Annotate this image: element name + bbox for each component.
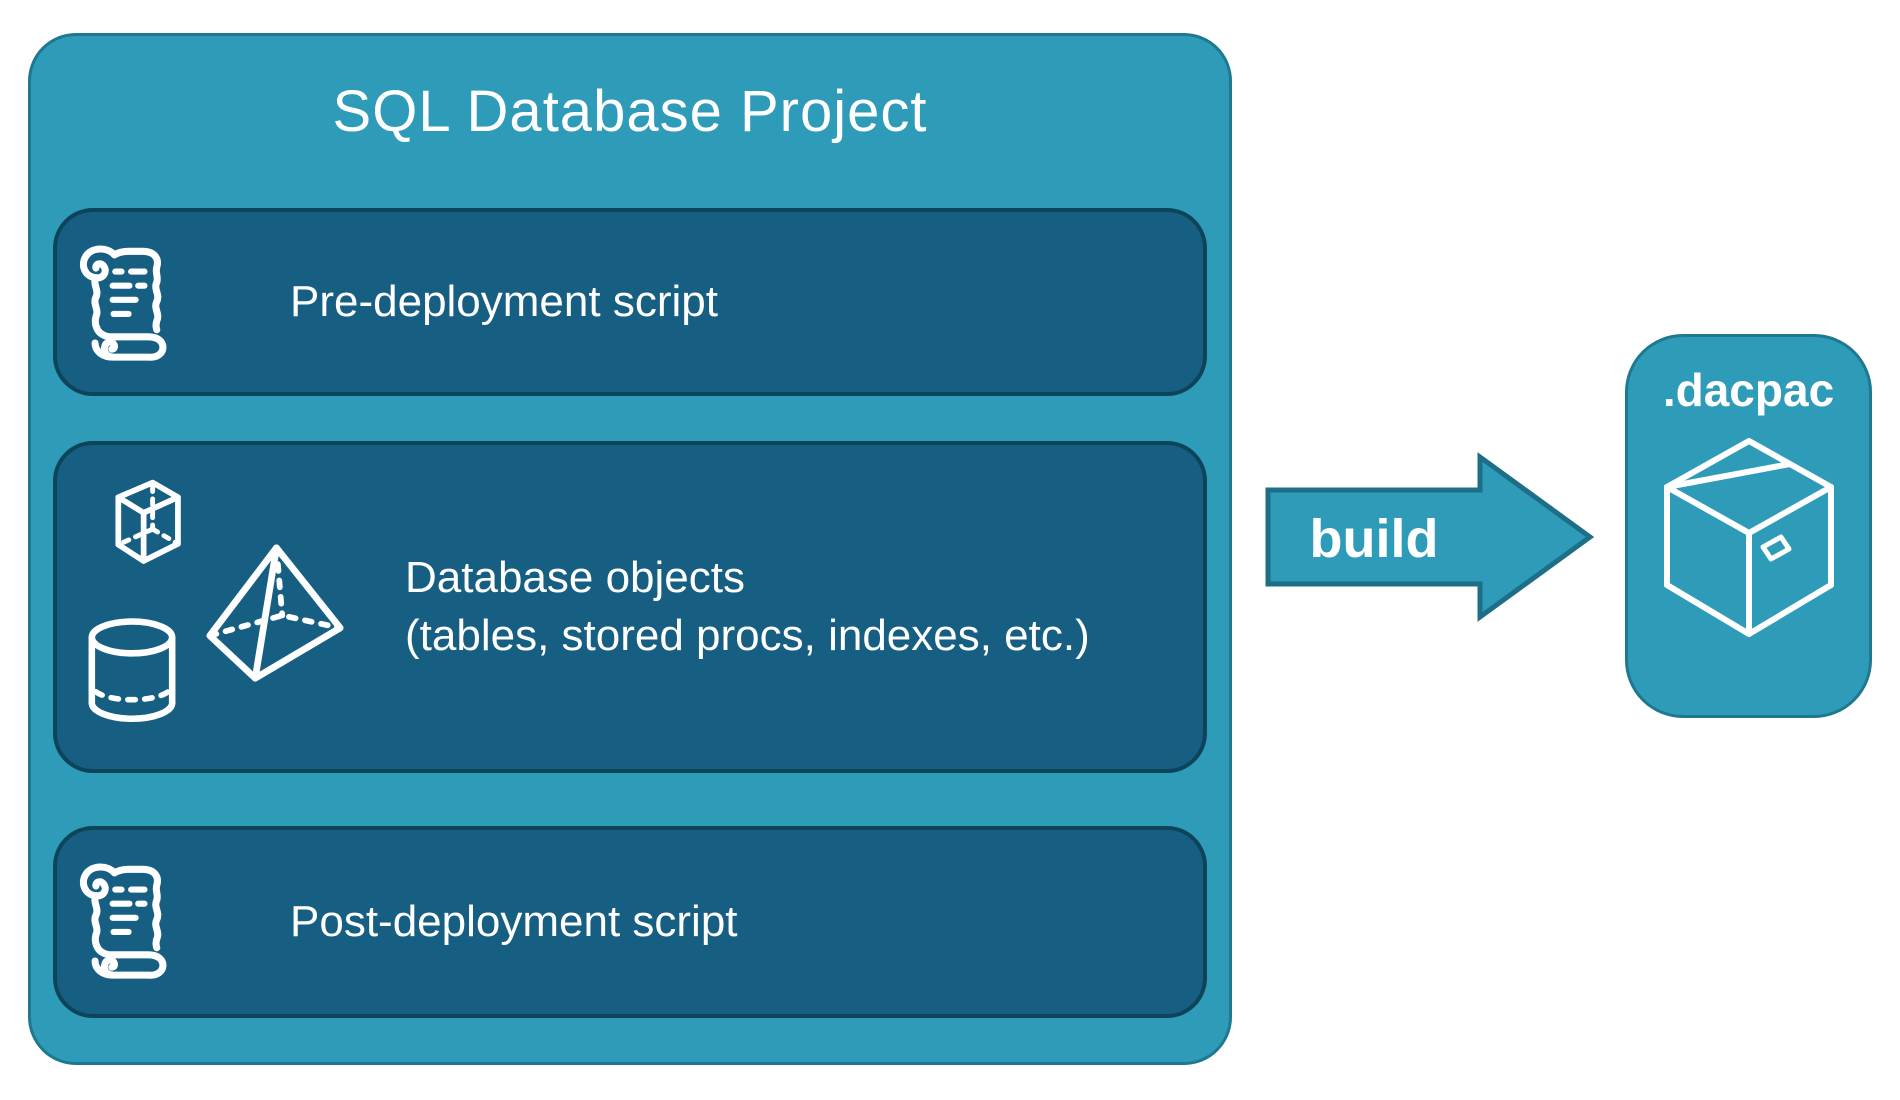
scroll-icon [79, 863, 167, 979]
database-objects-label: Database objects [405, 553, 745, 602]
package-icon [1663, 438, 1834, 637]
project-title: SQL Database Project [332, 79, 928, 144]
build-arrow [1265, 452, 1595, 622]
dacpac-label: .dacpac [1662, 364, 1835, 416]
arrow-shape [1265, 452, 1595, 622]
dacpac-box: .dacpac [1625, 334, 1872, 718]
database-objects-sublabel: (tables, stored procs, indexes, etc.) [405, 611, 1090, 660]
pyramid-icon [206, 544, 344, 682]
pre-deployment-script-row: Pre-deployment script [53, 208, 1207, 396]
database-objects-row: Database objects (tables, stored procs, … [53, 441, 1207, 773]
post-deployment-script-label: Post-deployment script [290, 897, 738, 946]
sql-database-project-container: SQL Database Project [28, 33, 1232, 1065]
build-arrow-label: build [1309, 509, 1439, 569]
scroll-icon [79, 245, 167, 361]
cube-icon [115, 479, 181, 564]
pre-deployment-script-label: Pre-deployment script [290, 277, 718, 326]
post-deployment-script-row: Post-deployment script [53, 826, 1207, 1018]
cylinder-icon [88, 618, 176, 722]
